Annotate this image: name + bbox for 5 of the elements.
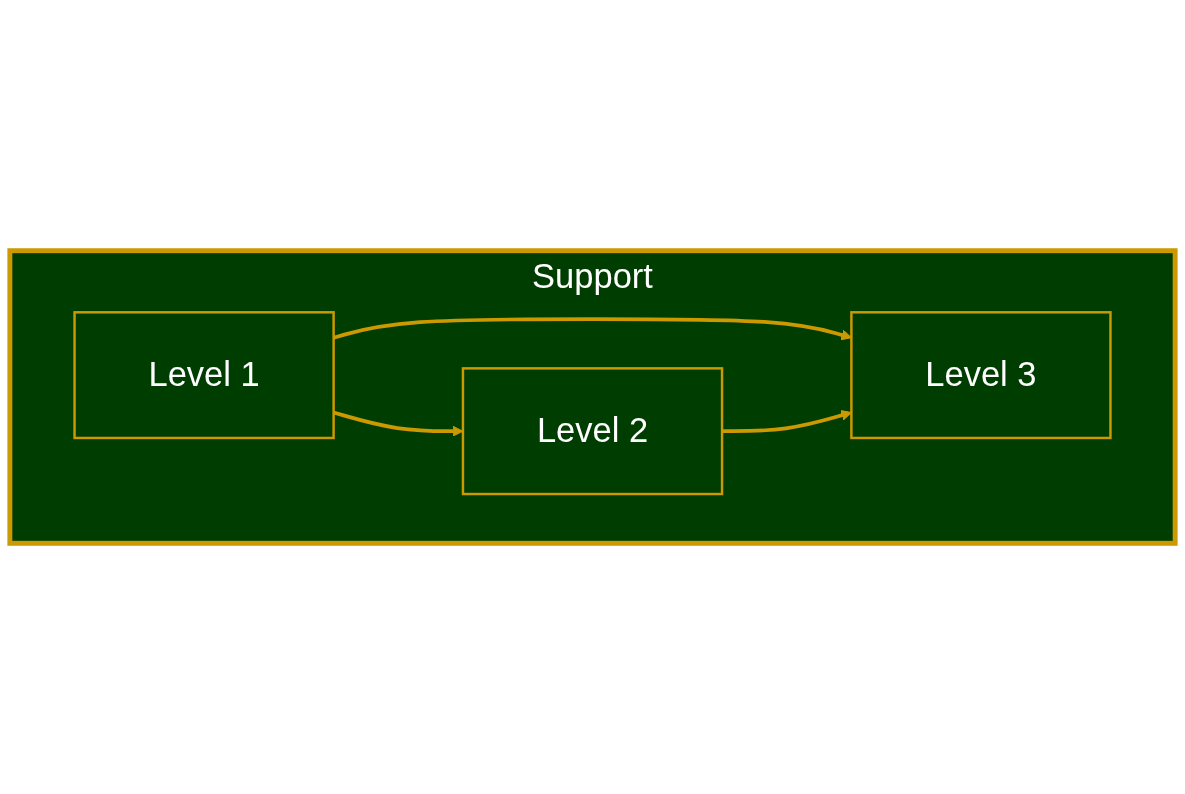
arrow: [333, 317, 852, 341]
node-box: Level 1: [73, 311, 335, 440]
node-box: Level 3: [850, 311, 1112, 440]
arrow: [722, 410, 852, 434]
node-box: Level 2: [461, 367, 724, 496]
